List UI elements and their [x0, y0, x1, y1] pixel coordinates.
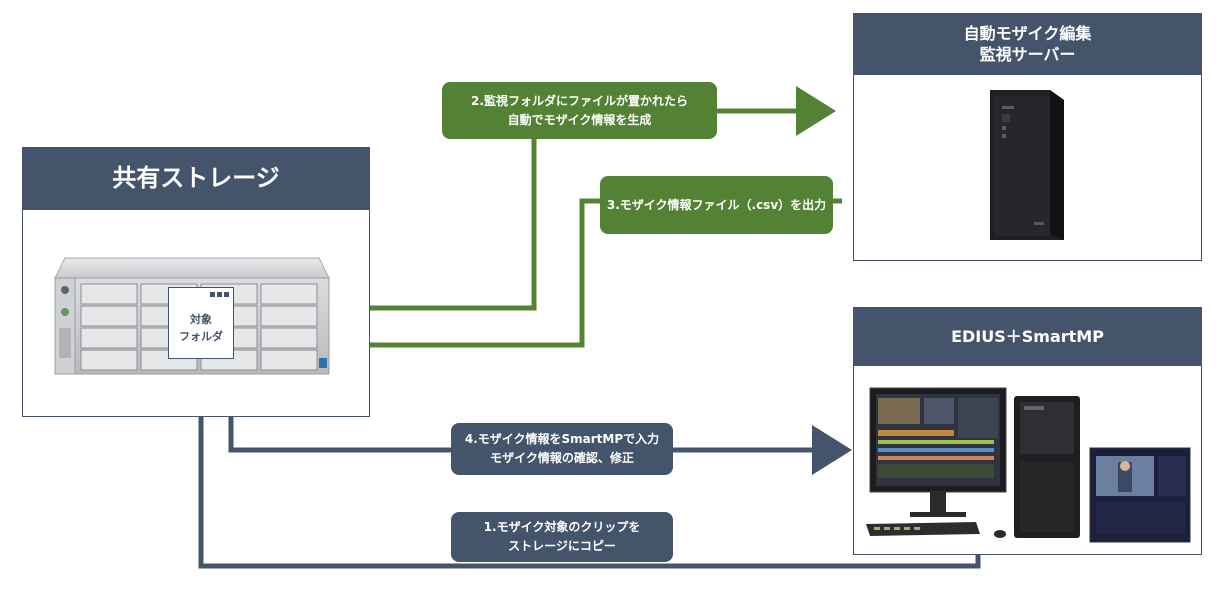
edius-title: EDIUS＋SmartMP — [854, 308, 1201, 366]
server-panel: 自動モザイク編集 監視サーバー — [853, 13, 1202, 261]
storage-panel: 共有ストレージ — [22, 147, 370, 417]
step4-line2: モザイク情報の確認、修正 — [490, 451, 634, 465]
step2-line2: 自動でモザイク情報を生成 — [507, 112, 652, 127]
step2-line1: 2.監視フォルダにファイルが置かれたら — [471, 93, 688, 108]
server-title: 自動モザイク編集 監視サーバー — [854, 14, 1201, 75]
step1-label: 1.モザイク対象のクリップを ストレージにコピー — [451, 512, 673, 562]
target-folder: 対象 フォルダ — [168, 287, 234, 359]
step1-line1: 1.モザイク対象のクリップを — [483, 520, 641, 535]
folder-tab-icon — [210, 292, 229, 297]
step4-line1: 4.モザイク情報をSmartMPで入力 — [464, 432, 660, 447]
step3-label: 3.モザイク情報ファイル（.csv）を出力 — [600, 176, 833, 234]
edius-panel: EDIUS＋SmartMP — [853, 307, 1202, 555]
edius-workstation-icon — [866, 387, 1191, 543]
step1-line2: ストレージにコピー — [508, 539, 616, 553]
step3-line1: 3.モザイク情報ファイル（.csv）を出力 — [606, 197, 827, 212]
step2-label: 2.監視フォルダにファイルが置かれたら 自動でモザイク情報を生成 — [442, 82, 717, 139]
folder-label: 対象 フォルダ — [179, 313, 223, 343]
workstation-tower-icon — [990, 90, 1064, 240]
storage-title: 共有ストレージ — [23, 148, 369, 210]
step4-label: 4.モザイク情報をSmartMPで入力 モザイク情報の確認、修正 — [451, 423, 673, 475]
